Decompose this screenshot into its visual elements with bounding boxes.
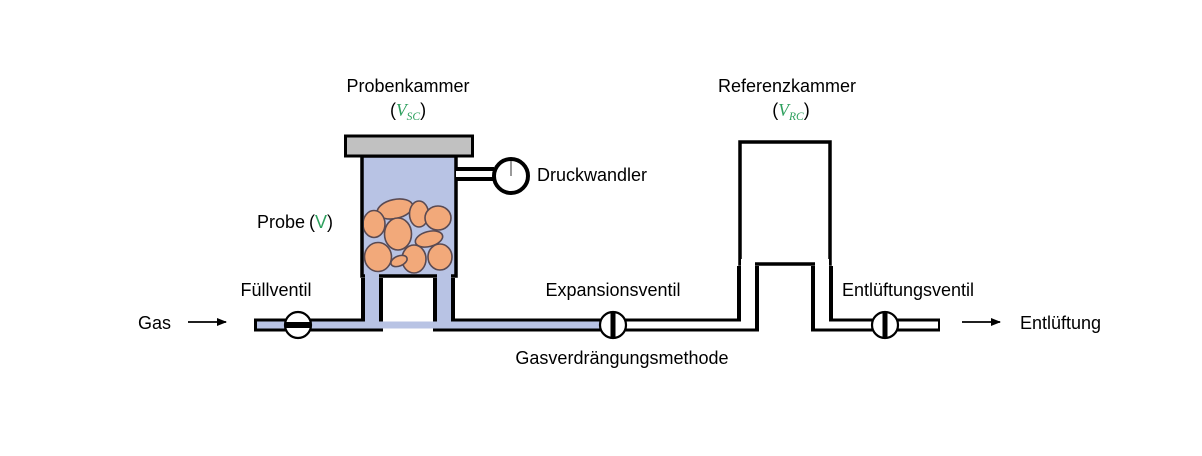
vent-valve-label: Entlüftungsventil bbox=[842, 280, 974, 300]
pipes-gas-filled bbox=[257, 271, 613, 329]
vent-outlet-label: Entlüftung bbox=[1020, 313, 1101, 333]
expansion-valve-symbol bbox=[598, 310, 628, 340]
fill-valve-symbol bbox=[283, 310, 313, 340]
sample-chamber-label: Probenkammer bbox=[346, 76, 469, 96]
sample-particles bbox=[364, 198, 453, 274]
reference-chamber-label: Referenzkammer bbox=[718, 76, 856, 96]
paren-open: ( bbox=[772, 100, 778, 120]
pressure-gauge bbox=[492, 157, 530, 195]
paren-close: ) bbox=[420, 100, 426, 120]
reference-chamber-volume-symbol: (VRC) bbox=[772, 100, 809, 123]
volume-symbol: V bbox=[315, 212, 327, 232]
paren-close: ) bbox=[804, 100, 810, 120]
volume-symbol: V bbox=[778, 100, 791, 120]
particle bbox=[364, 209, 386, 239]
particle bbox=[390, 254, 408, 268]
volume-symbol: V bbox=[396, 100, 409, 120]
volume-subscript: RC bbox=[788, 111, 804, 123]
probe-word: Probe bbox=[257, 212, 305, 232]
diagram-caption: Gasverdrängungsmethode bbox=[515, 348, 728, 368]
expansion-valve-label: Expansionsventil bbox=[545, 280, 680, 300]
particle bbox=[383, 217, 413, 251]
pressure-transducer-label: Druckwandler bbox=[537, 165, 647, 185]
paren-close: ) bbox=[327, 212, 333, 232]
gas-inlet-label: Gas bbox=[138, 313, 171, 333]
volume-subscript: SC bbox=[407, 111, 421, 123]
sample-chamber-lid bbox=[344, 134, 474, 158]
particle bbox=[414, 230, 444, 248]
paren-open: ( bbox=[390, 100, 396, 120]
pipes-empty bbox=[456, 171, 938, 329]
vent-valve-symbol bbox=[870, 310, 900, 340]
particle bbox=[364, 241, 393, 273]
particle bbox=[427, 243, 453, 271]
pipes-outline bbox=[254, 167, 940, 332]
particle bbox=[424, 205, 452, 231]
fill-valve-label: Füllventil bbox=[240, 280, 311, 300]
sample-chamber-volume-symbol: (VSC) bbox=[390, 100, 426, 123]
reference-chamber-body bbox=[738, 140, 832, 266]
paren-open: ( bbox=[309, 212, 315, 232]
probe-label: Probe(V) bbox=[257, 212, 333, 232]
